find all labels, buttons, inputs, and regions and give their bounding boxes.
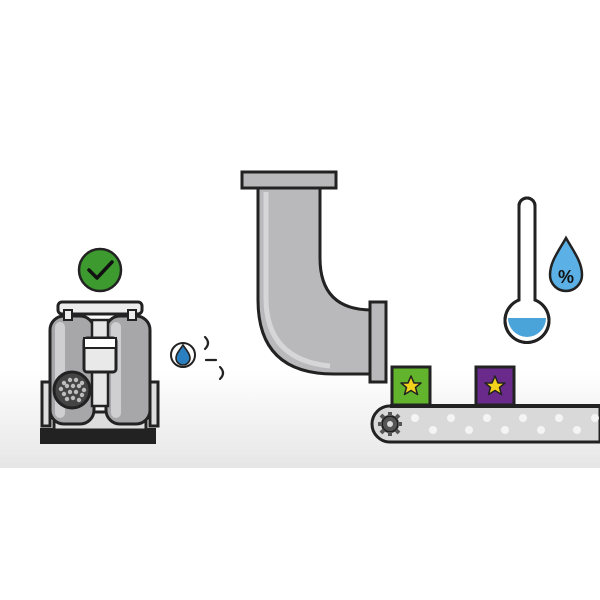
air-dryer-machine [40, 300, 160, 444]
water-drop-icon [170, 342, 196, 368]
check-circle-icon [77, 247, 123, 293]
green-box [390, 365, 432, 407]
star-icon [400, 375, 422, 396]
gear-icon [378, 412, 402, 436]
humidity-symbol: % [558, 267, 574, 287]
elbow-pipe [240, 170, 388, 384]
humidity-percent-icon: % [548, 235, 584, 293]
conveyor-belt [370, 404, 600, 444]
thermometer-icon [503, 196, 551, 344]
purple-box [474, 365, 516, 407]
motion-marks [203, 335, 225, 381]
star-icon [484, 375, 506, 396]
